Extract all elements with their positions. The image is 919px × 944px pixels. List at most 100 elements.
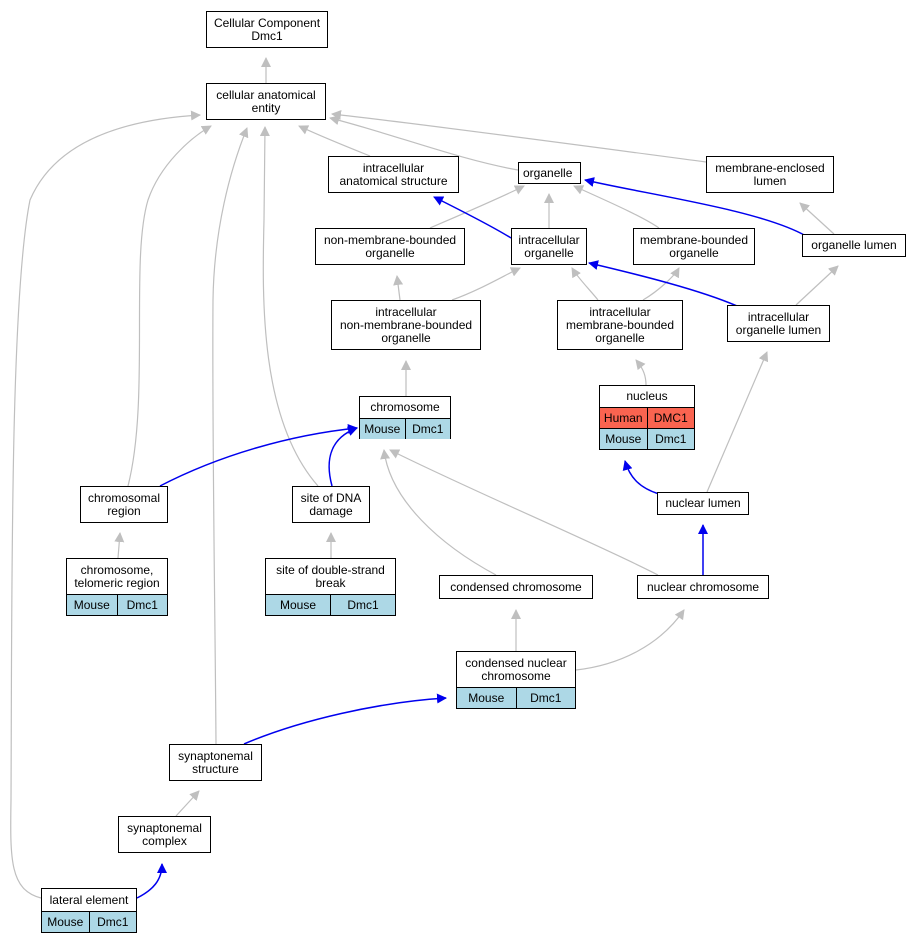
node-label: site of double-strand break	[276, 562, 385, 590]
node-label: intracellular organelle	[518, 232, 580, 260]
node-cellular-component-root[interactable]: Cellular Component Dmc1	[206, 11, 328, 48]
edge-is-a-organelle-lumen-to-membrane-enclosed-lumen	[799, 202, 835, 235]
edge-is-a-chromosome-telomeric-region-to-chromosomal-region	[114, 532, 125, 559]
node-label: chromosomal region	[87, 490, 161, 518]
annotation-row-mouse: Mouse Dmc1	[266, 594, 395, 615]
node-organelle[interactable]: organelle	[518, 162, 581, 184]
edge-is-a-intracellular-non-membrane-bounded-organelle-to-intracellular-organelle	[451, 267, 521, 301]
node-label: membrane-enclosed lumen	[715, 160, 825, 188]
annotation-species: Mouse	[279, 597, 317, 612]
edge-is-a-nucleus-to-intracellular-membrane-bounded-organelle	[635, 359, 647, 386]
node-synaptonemal-complex[interactable]: synaptonemal complex	[118, 816, 211, 853]
annotation-row-mouse: Mouse Dmc1	[42, 911, 136, 932]
annotation-gene: DMC1	[646, 408, 695, 428]
node-condensed-nuclear-chromosome[interactable]: condensed nuclear chromosome Mouse Dmc1	[456, 651, 576, 709]
node-label: synaptonemal structure	[178, 748, 253, 776]
annotation-species: Mouse	[605, 431, 642, 446]
edge-is-a-non-membrane-bounded-organelle-to-organelle	[429, 185, 525, 229]
node-intracellular-organelle[interactable]: intracellular organelle	[511, 228, 587, 265]
edge-is-a-chromosomal-region-to-cellular-anatomical-entity	[127, 125, 212, 487]
node-condensed-chromosome[interactable]: condensed chromosome	[439, 575, 593, 599]
node-chromosome[interactable]: chromosome Mouse Dmc1	[359, 396, 451, 439]
annotation-row-mouse: Mouse Dmc1	[360, 418, 450, 439]
edge-part-of-organelle-lumen-to-organelle	[584, 177, 807, 237]
node-label: nuclear chromosome	[646, 579, 760, 594]
edge-part-of-chromosomal-region-to-chromosome	[159, 423, 358, 487]
node-synaptonemal-structure[interactable]: synaptonemal structure	[169, 744, 262, 781]
edge-part-of-lateral-element-to-synaptonemal-complex	[136, 863, 167, 899]
annotation-species: Mouse	[73, 597, 110, 612]
annotation-gene: Dmc1	[330, 595, 395, 615]
edge-is-a-organelle-to-cellular-anatomical-entity	[329, 115, 519, 171]
node-label: chromosome	[370, 400, 440, 414]
node-label: chromosome, telomeric region	[74, 562, 160, 590]
edge-is-a-site-of-dna-damage-to-cellular-anatomical-entity	[259, 126, 319, 487]
node-intracellular-organelle-lumen[interactable]: intracellular organelle lumen	[727, 305, 830, 342]
node-membrane-bounded-organelle[interactable]: membrane-bounded organelle	[633, 228, 755, 265]
node-label: intracellular non-membrane-bounded organ…	[339, 304, 473, 345]
node-nuclear-lumen[interactable]: nuclear lumen	[657, 492, 749, 515]
node-label: Cellular Component Dmc1	[213, 15, 321, 43]
node-nucleus[interactable]: nucleus Human DMC1 Mouse Dmc1	[599, 385, 695, 450]
edge-is-a-intracellular-non-membrane-bounded-organelle-to-non-membrane-bounded-organelle	[393, 275, 404, 301]
node-cellular-anatomical-entity[interactable]: cellular anatomical entity	[206, 83, 326, 120]
edge-is-a-synaptonemal-complex-to-synaptonemal-structure	[175, 790, 200, 817]
edge-part-of-synaptonemal-structure-to-condensed-nuclear-chromosome	[243, 693, 447, 745]
edge-part-of-nuclear-lumen-to-nucleus	[622, 460, 660, 495]
annotation-row-mouse: Mouse Dmc1	[600, 428, 694, 449]
node-label: membrane-bounded organelle	[639, 232, 749, 260]
node-label: intracellular organelle lumen	[735, 309, 822, 337]
edge-is-a-intracellular-membrane-bounded-organelle-to-intracellular-organelle	[571, 267, 599, 301]
edge-is-a-lateral-element-to-cellular-anatomical-entity	[10, 110, 201, 899]
node-label: organelle lumen	[811, 238, 897, 252]
annotation-gene: Dmc1	[646, 429, 695, 449]
node-intracellular-anatomical-structure[interactable]: intracellular anatomical structure	[328, 156, 459, 193]
node-label: organelle	[523, 165, 573, 180]
edge-part-of-intracellular-organelle-to-intracellular-anatomical-structure	[433, 196, 512, 239]
edge-is-a-intracellular-organelle-lumen-to-organelle-lumen	[795, 265, 839, 306]
node-label: site of DNA damage	[300, 490, 362, 518]
edge-part-of-site-of-dna-damage-to-chromosome	[328, 426, 358, 487]
annotation-species: Mouse	[47, 914, 84, 929]
node-site-of-dna-damage[interactable]: site of DNA damage	[292, 486, 370, 523]
node-organelle-lumen[interactable]: organelle lumen	[802, 234, 906, 257]
annotation-species: Mouse	[468, 690, 505, 705]
edge-is-a-condensed-chromosome-to-chromosome	[380, 449, 497, 576]
edge-part-of-intracellular-organelle-lumen-to-intracellular-organelle	[588, 260, 738, 307]
node-label: intracellular anatomical structure	[339, 160, 448, 188]
node-intracellular-non-membrane-bounded-organelle[interactable]: intracellular non-membrane-bounded organ…	[331, 300, 481, 350]
node-label: nucleus	[626, 389, 668, 403]
edge-is-a-membrane-bounded-organelle-to-organelle	[573, 185, 660, 229]
annotation-gene: Dmc1	[404, 419, 451, 439]
node-label: lateral element	[49, 892, 129, 907]
edge-is-a-membrane-enclosed-lumen-to-cellular-anatomical-entity	[331, 110, 707, 163]
node-chromosome-telomeric-region[interactable]: chromosome, telomeric region Mouse Dmc1	[66, 558, 168, 616]
node-label: nuclear lumen	[665, 496, 741, 510]
edge-is-a-intracellular-anatomical-structure-to-cellular-anatomical-entity	[298, 125, 371, 157]
annotation-gene: Dmc1	[515, 688, 576, 708]
annotation-row-human: Human DMC1	[600, 407, 694, 428]
node-label: intracellular membrane-bounded organelle	[565, 304, 675, 345]
annotation-row-mouse: Mouse Dmc1	[457, 687, 575, 708]
edge-is-a-nuclear-chromosome-to-chromosome	[389, 449, 659, 576]
node-chromosomal-region[interactable]: chromosomal region	[80, 486, 168, 523]
node-label: cellular anatomical entity	[216, 87, 316, 115]
node-lateral-element[interactable]: lateral element Mouse Dmc1	[41, 888, 137, 933]
node-label: non-membrane-bounded organelle	[323, 232, 457, 260]
node-membrane-enclosed-lumen[interactable]: membrane-enclosed lumen	[706, 156, 834, 193]
node-non-membrane-bounded-organelle[interactable]: non-membrane-bounded organelle	[315, 228, 465, 265]
node-nuclear-chromosome[interactable]: nuclear chromosome	[637, 575, 769, 599]
annotation-gene: Dmc1	[88, 912, 137, 932]
annotation-species: Mouse	[364, 421, 401, 436]
node-intracellular-membrane-bounded-organelle[interactable]: intracellular membrane-bounded organelle	[557, 300, 683, 350]
edge-is-a-nuclear-lumen-to-intracellular-organelle-lumen	[706, 351, 769, 493]
node-label: condensed chromosome	[450, 579, 582, 594]
annotation-row-mouse: Mouse Dmc1	[67, 594, 167, 615]
edge-is-a-synaptonemal-structure-to-cellular-anatomical-entity	[212, 127, 249, 745]
annotation-gene: Dmc1	[116, 595, 168, 615]
annotation-species: Human	[603, 410, 643, 425]
node-site-of-double-strand-break[interactable]: site of double-strand break Mouse Dmc1	[265, 558, 396, 616]
node-label: condensed nuclear chromosome	[465, 655, 567, 683]
edge-is-a-condensed-nuclear-chromosome-to-nuclear-chromosome	[575, 609, 685, 671]
